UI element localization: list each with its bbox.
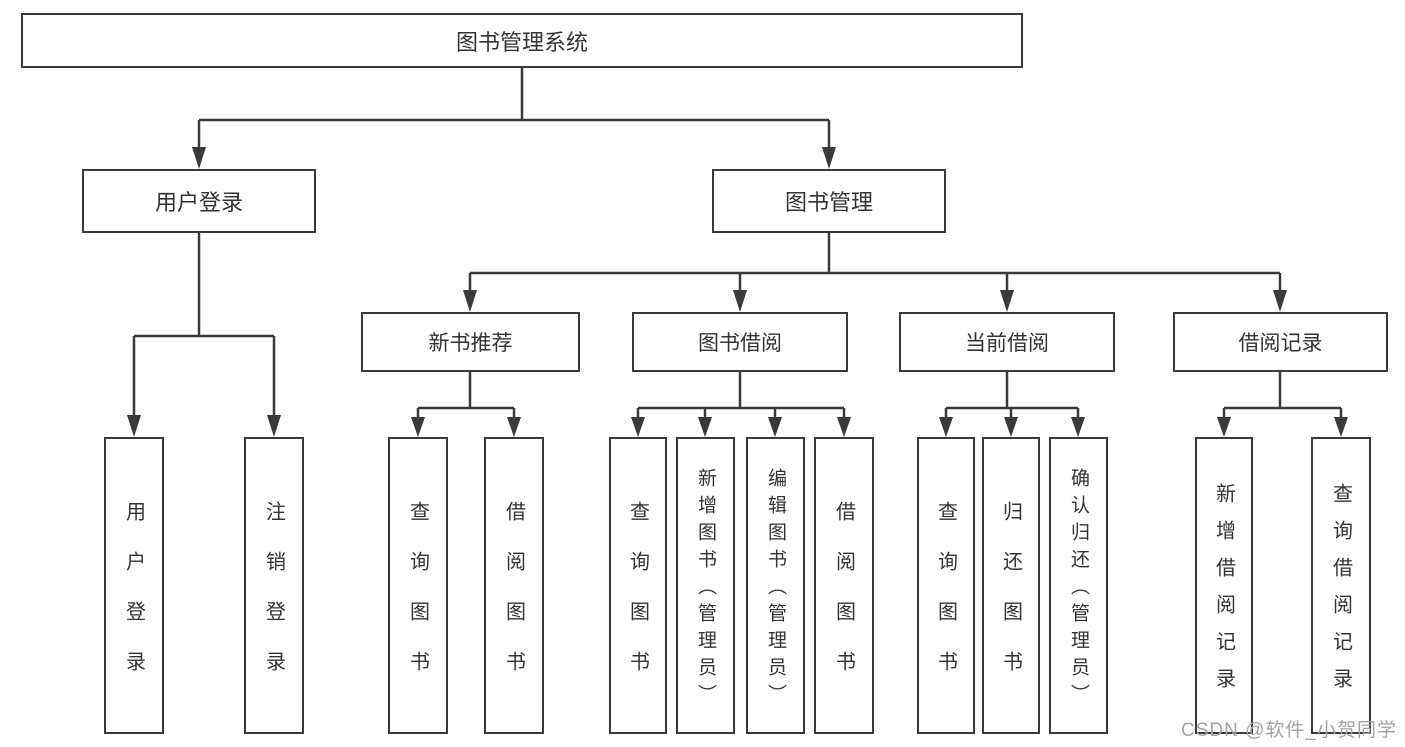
leaf-label: 查询图书 [626,500,649,701]
node-book-management: 图书管理 [712,169,946,233]
arrowhead [1273,290,1287,312]
leaf-query-books-borrow: 查询图书 [609,437,667,734]
leaf-label: 编辑图书（管理员） [765,468,786,711]
leaf-label: 归还图书 [999,500,1022,701]
leaf-label: 用户登录 [122,500,145,701]
leaf-return-books: 归还图书 [982,437,1040,734]
leaf-label: 注销登录 [262,500,285,701]
node-label: 借阅记录 [1238,332,1323,355]
leaf-borrow-books-recommend: 借阅图书 [484,437,544,734]
leaf-query-books-recommend: 查询图书 [388,437,448,734]
leaf-query-books-current: 查询图书 [917,437,975,734]
leaf-label: 查询图书 [934,500,957,701]
node-book-borrow: 图书借阅 [632,312,848,372]
leaf-label: 借阅图书 [832,500,855,701]
leaf-confirm-return-admin: 确认归还（管理员） [1049,437,1108,734]
node-user-login-group: 用户登录 [82,169,316,233]
arrowhead [698,417,712,437]
node-label: 用户登录 [154,190,243,215]
node-borrow-records: 借阅记录 [1173,312,1388,372]
arrowhead [768,417,782,437]
arrowhead [127,415,141,437]
leaf-label: 确认归还（管理员） [1068,468,1089,711]
node-label: 新书推荐 [428,332,513,355]
leaf-logout: 注销登录 [244,437,304,734]
arrowhead [1334,417,1348,437]
arrowhead [1004,417,1018,437]
node-label: 图书管理系统 [455,29,588,55]
leaf-borrow-books: 借阅图书 [814,437,874,734]
leaf-label: 查询借阅记录 [1329,483,1352,705]
arrowhead [837,417,851,437]
node-label: 当前借阅 [965,332,1049,355]
leaf-user-login: 用户登录 [104,437,164,734]
leaf-query-borrow-record: 查询借阅记录 [1311,437,1371,734]
arrowhead [631,417,645,437]
node-label: 图书管理 [784,190,873,215]
arrowhead [939,417,953,437]
node-new-book-recommend: 新书推荐 [361,312,580,372]
leaf-label: 查询图书 [406,500,429,701]
leaf-edit-books-admin: 编辑图书（管理员） [746,437,805,734]
node-label: 图书借阅 [698,332,782,355]
arrowhead [1071,417,1085,437]
arrowhead [411,417,425,437]
arrowhead [463,290,477,312]
leaf-label: 新增图书（管理员） [695,468,716,711]
node-current-borrow: 当前借阅 [899,312,1115,372]
arrowhead [1217,417,1231,437]
arrowhead [733,290,747,312]
arrowhead [192,147,206,169]
leaf-label: 借阅图书 [502,500,525,701]
leaf-label: 新增借阅记录 [1212,483,1235,705]
leaf-add-borrow-record: 新增借阅记录 [1195,437,1253,734]
arrowhead [267,415,281,437]
node-library-system: 图书管理系统 [21,13,1023,68]
arrowhead [1000,290,1014,312]
arrowhead [507,417,521,437]
csdn-watermark: CSDN @软件_小贺同学 [1181,720,1397,741]
arrowhead [822,147,836,169]
leaf-add-books-admin: 新增图书（管理员） [676,437,735,734]
